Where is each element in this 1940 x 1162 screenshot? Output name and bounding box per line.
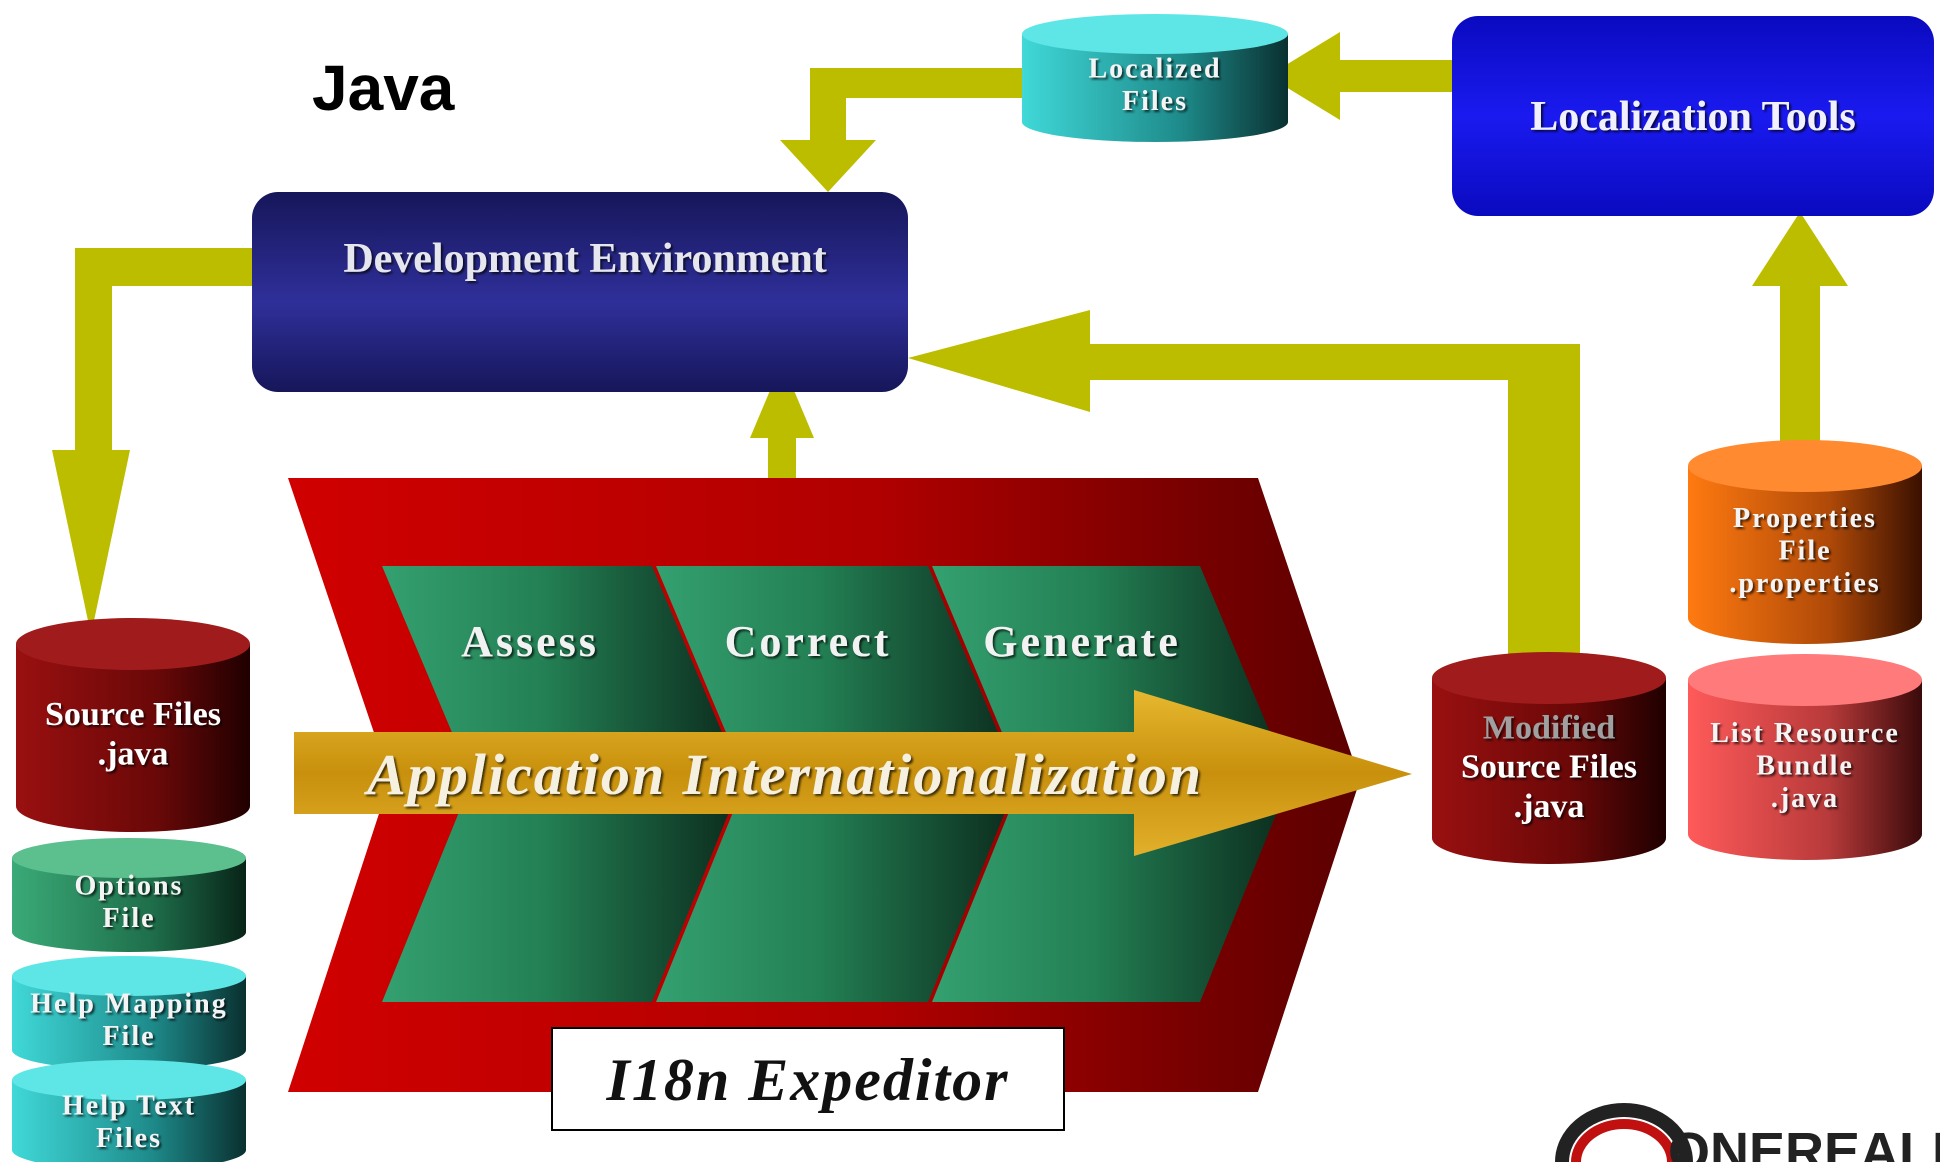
source-files-cylinder: Source Files.java: [16, 618, 250, 832]
arrow-properties-to-loctools: [1752, 212, 1848, 445]
development-environment-label: Development Environment: [343, 236, 826, 282]
stage-label-correct: Correct: [725, 617, 892, 666]
help-mapping-file-label-line-1: Help Mapping: [30, 989, 227, 1020]
list-resource-bundle-label-line-2: Bundle: [1756, 751, 1854, 782]
list-resource-bundle-label-line-1: List Resource: [1710, 718, 1900, 749]
application-internationalization-label: Application Internationalization: [364, 742, 1203, 807]
arrow-loctools-to-localized: [1268, 32, 1452, 120]
source-files-label-line-2: .java: [98, 735, 169, 772]
modified-source-files-label-line-3: .java: [1514, 788, 1585, 825]
help-text-files-label-line-1: Help Text: [62, 1091, 196, 1122]
onerealm-logo: ONEREALM: [1555, 1103, 1940, 1162]
development-environment-box: Development Environment: [252, 192, 908, 392]
i18n-expeditor-label-box: I18n Expeditor: [551, 1027, 1065, 1131]
page-title: Java: [312, 52, 455, 124]
source-files-label-line-1: Source Files: [45, 696, 221, 733]
localized-files-label-line-1: Localized: [1088, 54, 1221, 85]
application-internationalization-arrow: Application Internationalization: [294, 690, 1412, 856]
arrow-modified-to-devenv: [908, 310, 1580, 655]
localized-files-label-line-2: Files: [1122, 86, 1188, 117]
i18n-expeditor-frame: Assess Correct Generate: [288, 478, 1360, 1092]
modified-source-files-label-line-1: Modified: [1483, 709, 1615, 746]
i18n-expeditor-label: I18n Expeditor: [605, 1047, 1009, 1113]
help-mapping-file-label-line-2: File: [102, 1021, 155, 1052]
stage-label-assess: Assess: [461, 617, 599, 666]
properties-file-label-line-2: File: [1778, 536, 1831, 567]
properties-file-label-line-3: .properties: [1729, 568, 1880, 599]
localization-tools-box: Localization Tools: [1452, 16, 1934, 216]
arrow-localized-to-devenv: [780, 68, 1022, 192]
help-text-files-label-line-2: Files: [96, 1123, 162, 1154]
list-resource-bundle-label-line-3: .java: [1771, 783, 1839, 814]
onerealm-logo-text: ONEREALM: [1668, 1122, 1940, 1162]
options-file-label-line-1: Options: [75, 871, 184, 902]
modified-source-files-label-line-2: Source Files: [1461, 749, 1637, 786]
arrow-devenv-to-sourcefiles: [52, 248, 255, 635]
localization-tools-label: Localization Tools: [1530, 94, 1856, 140]
properties-file-label-line-1: Properties: [1733, 503, 1877, 534]
options-file-label-line-2: File: [102, 903, 155, 934]
stage-label-generate: Generate: [983, 617, 1180, 666]
